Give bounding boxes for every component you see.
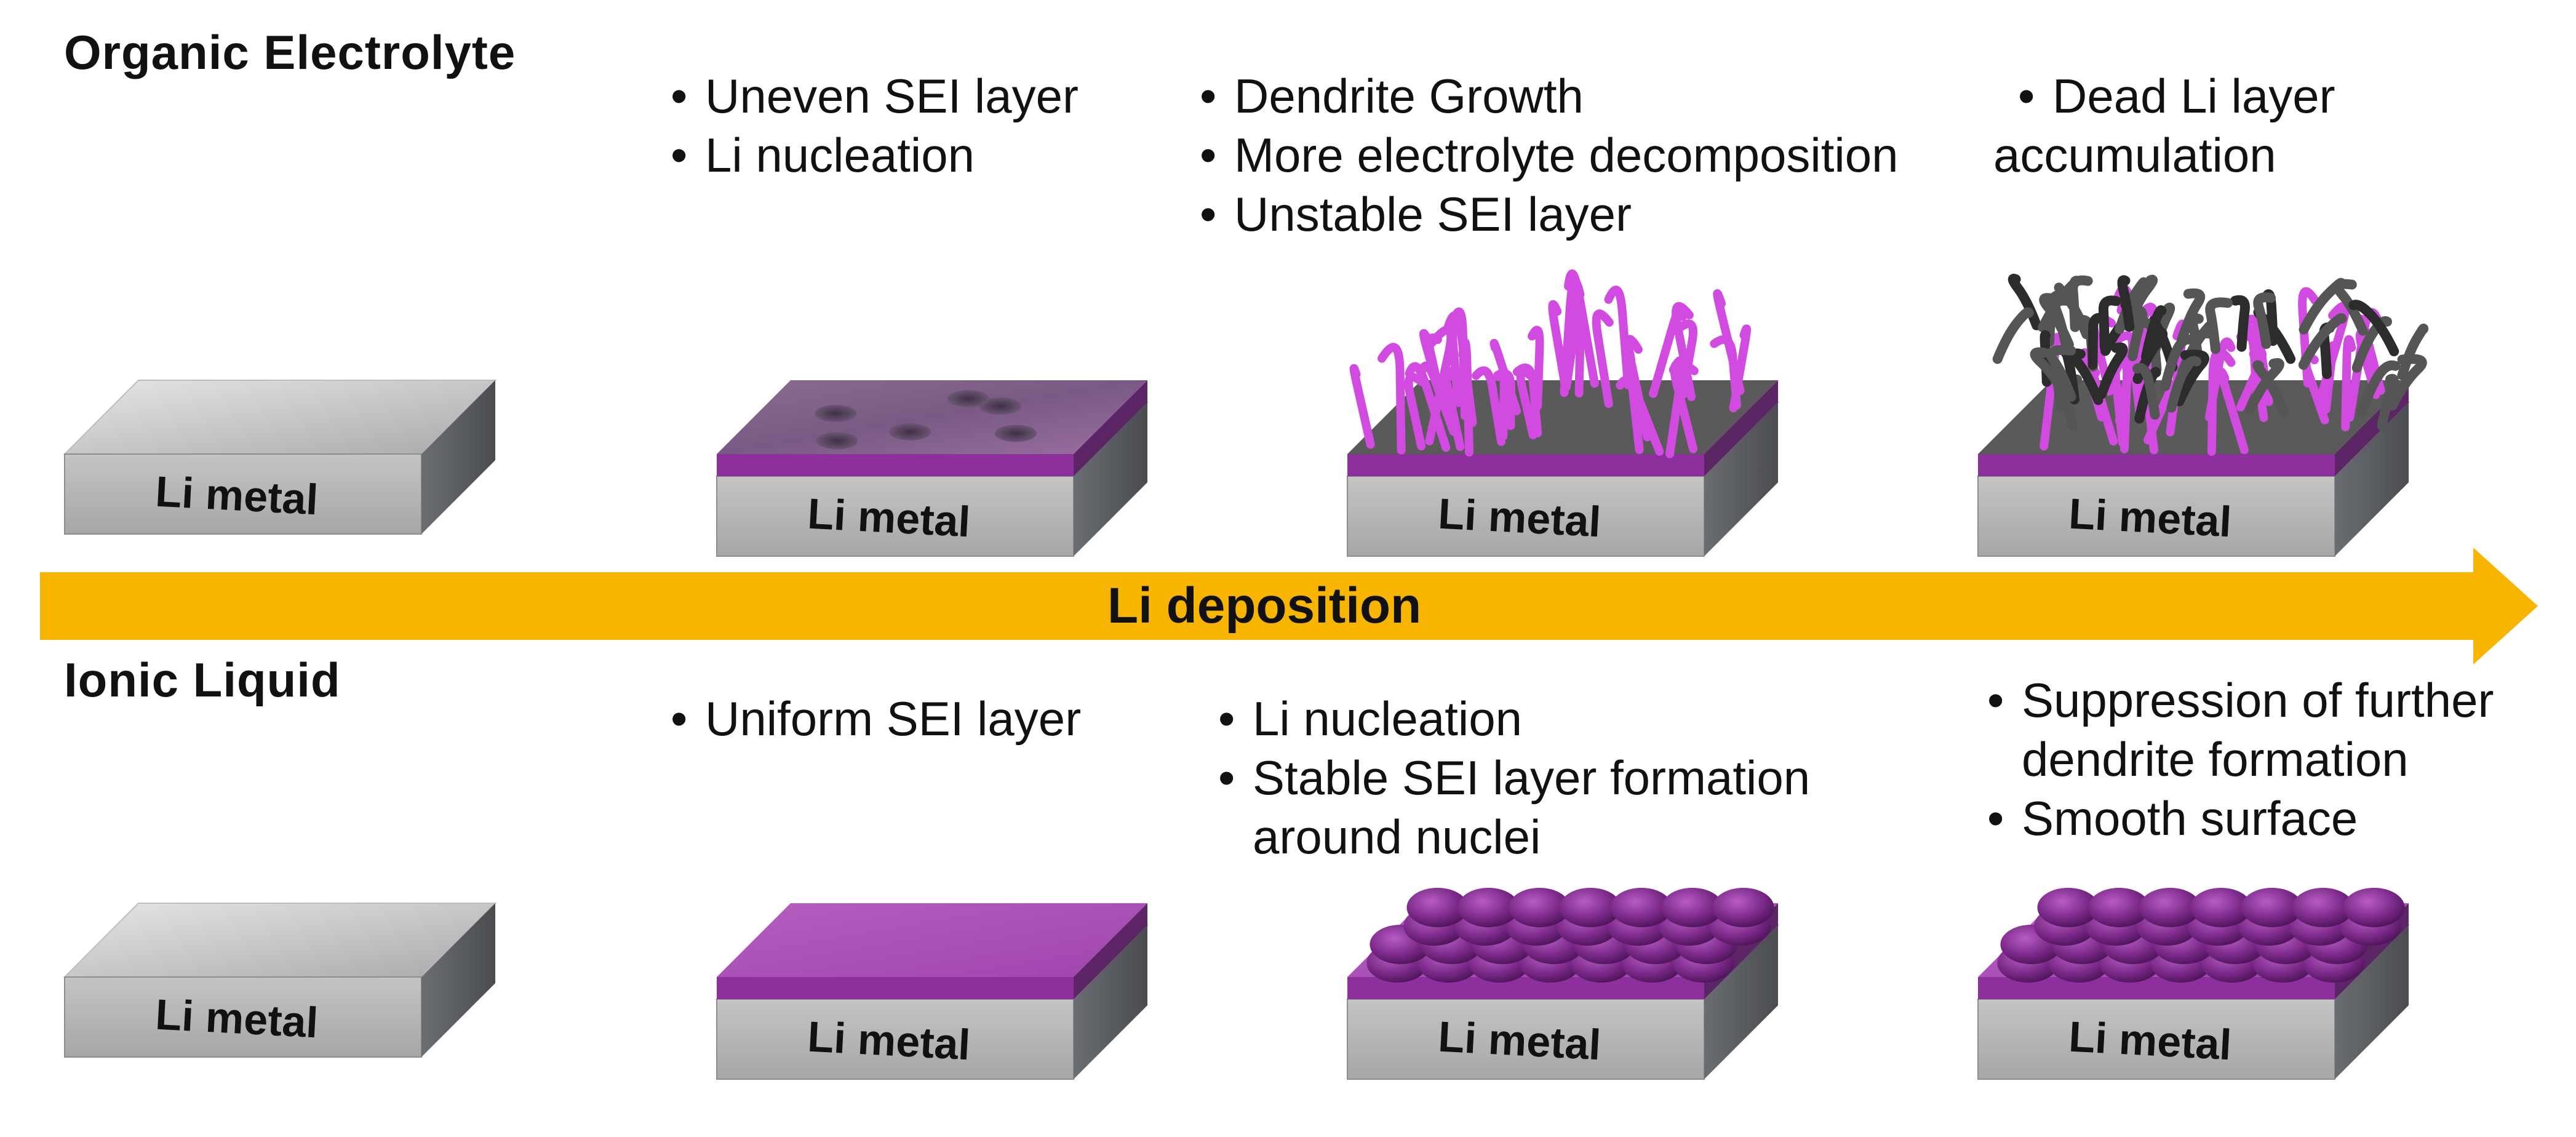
sei-layer [717, 380, 1147, 476]
smooth-nuclei-domes [1997, 888, 2405, 983]
bullet-item: •Smooth surface [1987, 791, 2358, 845]
bullet-continuation: dendrite formation [2022, 732, 2409, 786]
sei-layer [717, 903, 1147, 999]
bullet-item: •Li nucleation [1218, 692, 1522, 746]
li-metal-label: Li metal [807, 490, 971, 546]
bullet-continuation: around nuclei [1253, 810, 1541, 864]
bullet-continuation: accumulation [1993, 128, 2276, 182]
li-metal-block: Li metal [63, 903, 497, 1058]
organic-stage3-notes: •Dendrite Growth •More electrolyte decom… [1200, 66, 1899, 244]
bullet-item: •Uniform SEI layer [671, 692, 1082, 746]
organic-stage4-notes: •Dead Li layer accumulation [1993, 66, 2335, 185]
li-metal-label: Li metal [807, 1013, 971, 1069]
sei-layer [1978, 380, 2409, 476]
ionic-stage4-notes: •Suppression of further dendrite formati… [1987, 671, 2494, 848]
li-metal-block: Li metal [63, 380, 497, 535]
bullet-item: •Unstable SEI layer [1200, 187, 1632, 241]
bullet-item: •Uneven SEI layer [671, 69, 1079, 123]
ionic-stage3-notes: •Li nucleation •Stable SEI layer formati… [1218, 689, 1810, 866]
organic-electrolyte-title: Organic Electrolyte [64, 25, 516, 79]
li-metal-label: Li metal [154, 991, 319, 1047]
dead-li-layer [1992, 273, 2429, 456]
nucleation-pits [815, 390, 1037, 450]
li-deposition-label: Li deposition [1107, 578, 1422, 634]
li-metal-label: Li metal [2068, 490, 2233, 546]
li-metal-label: Li metal [1437, 490, 1602, 546]
bullet-item: •More electrolyte decomposition [1200, 128, 1899, 182]
ionic-liquid-title: Ionic Liquid [64, 653, 341, 707]
smooth-nuclei-domes [1366, 888, 1774, 983]
bullet-item: •Li nucleation [671, 128, 975, 182]
li-metal-label: Li metal [1437, 1013, 1602, 1069]
li-deposition-arrow [40, 548, 2538, 664]
bullet-item: •Suppression of further [1987, 673, 2494, 727]
ionic-stage2-notes: •Uniform SEI layer [671, 689, 1081, 748]
bullet-item: •Dead Li layer [2018, 69, 2335, 123]
bullet-item: •Dendrite Growth [1200, 69, 1584, 123]
li-metal-label: Li metal [154, 468, 319, 524]
dendrites [1349, 269, 1751, 458]
bullet-item: •Stable SEI layer formation [1218, 751, 1811, 805]
organic-stage2-notes: •Uneven SEI layer •Li nucleation [671, 66, 1079, 185]
li-metal-label: Li metal [2068, 1013, 2233, 1069]
